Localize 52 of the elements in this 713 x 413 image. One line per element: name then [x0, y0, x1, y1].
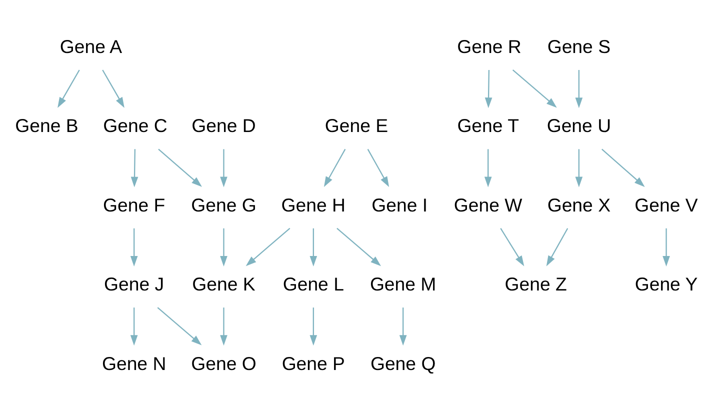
node-text: Gene R	[457, 36, 522, 57]
arrow	[500, 228, 524, 266]
node-text: Gene S	[547, 36, 611, 57]
arrow	[484, 148, 492, 187]
node-text: Gene J	[104, 273, 164, 294]
arrow	[546, 228, 568, 266]
arrow	[246, 227, 290, 266]
node-text: Gene Z	[504, 273, 567, 294]
node-text: Gene K	[192, 273, 256, 294]
node-text: Gene P	[282, 352, 345, 374]
arrow	[58, 69, 80, 108]
arrow	[310, 307, 318, 346]
node-text: Gene D	[192, 114, 256, 136]
arrow	[157, 306, 202, 345]
arrow	[102, 69, 124, 108]
node-text: Gene L	[282, 273, 344, 294]
node-text: Gene H	[281, 194, 346, 215]
arrow	[399, 307, 407, 346]
arrow	[130, 307, 138, 346]
node-text: Gene T	[457, 114, 519, 136]
arrow	[324, 148, 346, 187]
node-text: Gene W	[454, 194, 522, 215]
node-text: Gene Q	[370, 352, 436, 374]
arrow	[575, 69, 583, 108]
arrow	[220, 148, 228, 187]
arrow	[602, 148, 645, 186]
node-text: Gene X	[547, 194, 611, 215]
arrow	[367, 148, 390, 187]
node-text: Gene M	[370, 273, 436, 294]
node-text: Gene A	[60, 36, 122, 57]
arrow	[130, 148, 138, 187]
arrow	[220, 228, 228, 266]
node-text: Gene G	[191, 194, 256, 215]
node-text: Gene C	[103, 114, 168, 136]
node-text: Gene B	[15, 114, 78, 136]
arrow	[512, 69, 557, 108]
arrow	[336, 227, 382, 266]
arrow	[220, 307, 228, 346]
node-text: Gene F	[103, 194, 166, 215]
arrow	[130, 228, 138, 266]
node-text: Gene E	[324, 114, 388, 136]
node-text: Gene I	[372, 194, 428, 215]
node-text: Gene U	[546, 114, 612, 136]
node-text: Gene Y	[634, 273, 698, 294]
arrow	[484, 69, 492, 108]
node-text: Gene O	[191, 352, 256, 374]
node-text: Gene V	[634, 194, 698, 215]
node-text: Gene N	[102, 352, 166, 374]
arrow	[310, 228, 318, 266]
arrow	[575, 148, 583, 187]
arrow	[662, 228, 670, 266]
arrow	[158, 148, 202, 186]
